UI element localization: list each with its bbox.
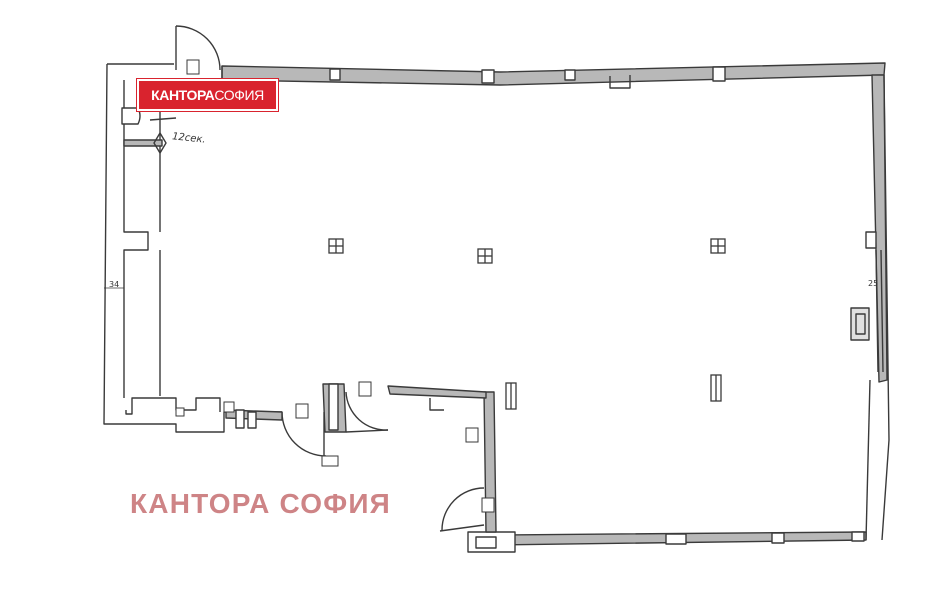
utility-boxes — [175, 59, 495, 513]
utility-box — [175, 407, 185, 417]
structural-column — [328, 238, 344, 254]
east-wall-lower — [865, 379, 871, 541]
left-wing-inner-wall — [123, 80, 149, 398]
middle-door-swing — [345, 391, 389, 431]
watermark: КАНТОРА СОФИЯ — [130, 488, 391, 519]
structural-column — [505, 382, 517, 410]
structural-column — [710, 374, 722, 402]
north-wall — [221, 62, 886, 86]
east-riser — [875, 249, 884, 373]
middle-door-jamb — [328, 383, 339, 431]
utility-box — [358, 381, 372, 397]
entrance-door-leaf — [439, 524, 485, 532]
east-niche — [850, 307, 870, 341]
utility-box — [481, 497, 495, 513]
left-wing-note-arrow — [149, 117, 177, 121]
partition-wall — [483, 391, 497, 533]
top-door-swing — [175, 25, 221, 71]
utility-box — [223, 401, 235, 413]
east-column — [865, 231, 877, 249]
structural-column — [477, 248, 493, 264]
partition-step — [429, 398, 444, 411]
north-wall-windows — [329, 66, 726, 84]
dimension-left: 34 — [109, 280, 120, 289]
utility-box — [465, 427, 479, 443]
structural-column — [710, 238, 726, 254]
north-wall-notch — [609, 75, 631, 89]
columns-layer — [328, 238, 726, 410]
logo-word-2: СОФИЯ — [214, 87, 264, 103]
utility-box — [295, 403, 309, 419]
corridor-windows — [235, 409, 257, 429]
left-wing-radiator-pipe — [123, 139, 163, 147]
east-niche-inner — [855, 313, 866, 335]
left-wing-bottom-wall — [125, 397, 221, 415]
utility-box — [186, 59, 200, 75]
left-wing-radiator-valve — [153, 132, 167, 154]
entrance-door-swing — [441, 487, 485, 531]
dimension-right: 25 — [868, 279, 879, 288]
east-wall-outer — [881, 74, 890, 541]
left-door-swing — [281, 411, 327, 457]
south-entry-steps — [467, 531, 516, 553]
logo-word-1: КАНТОРА — [151, 87, 215, 103]
partition-top — [387, 385, 487, 399]
south-wall-windows — [665, 531, 865, 545]
utility-box — [321, 455, 339, 467]
